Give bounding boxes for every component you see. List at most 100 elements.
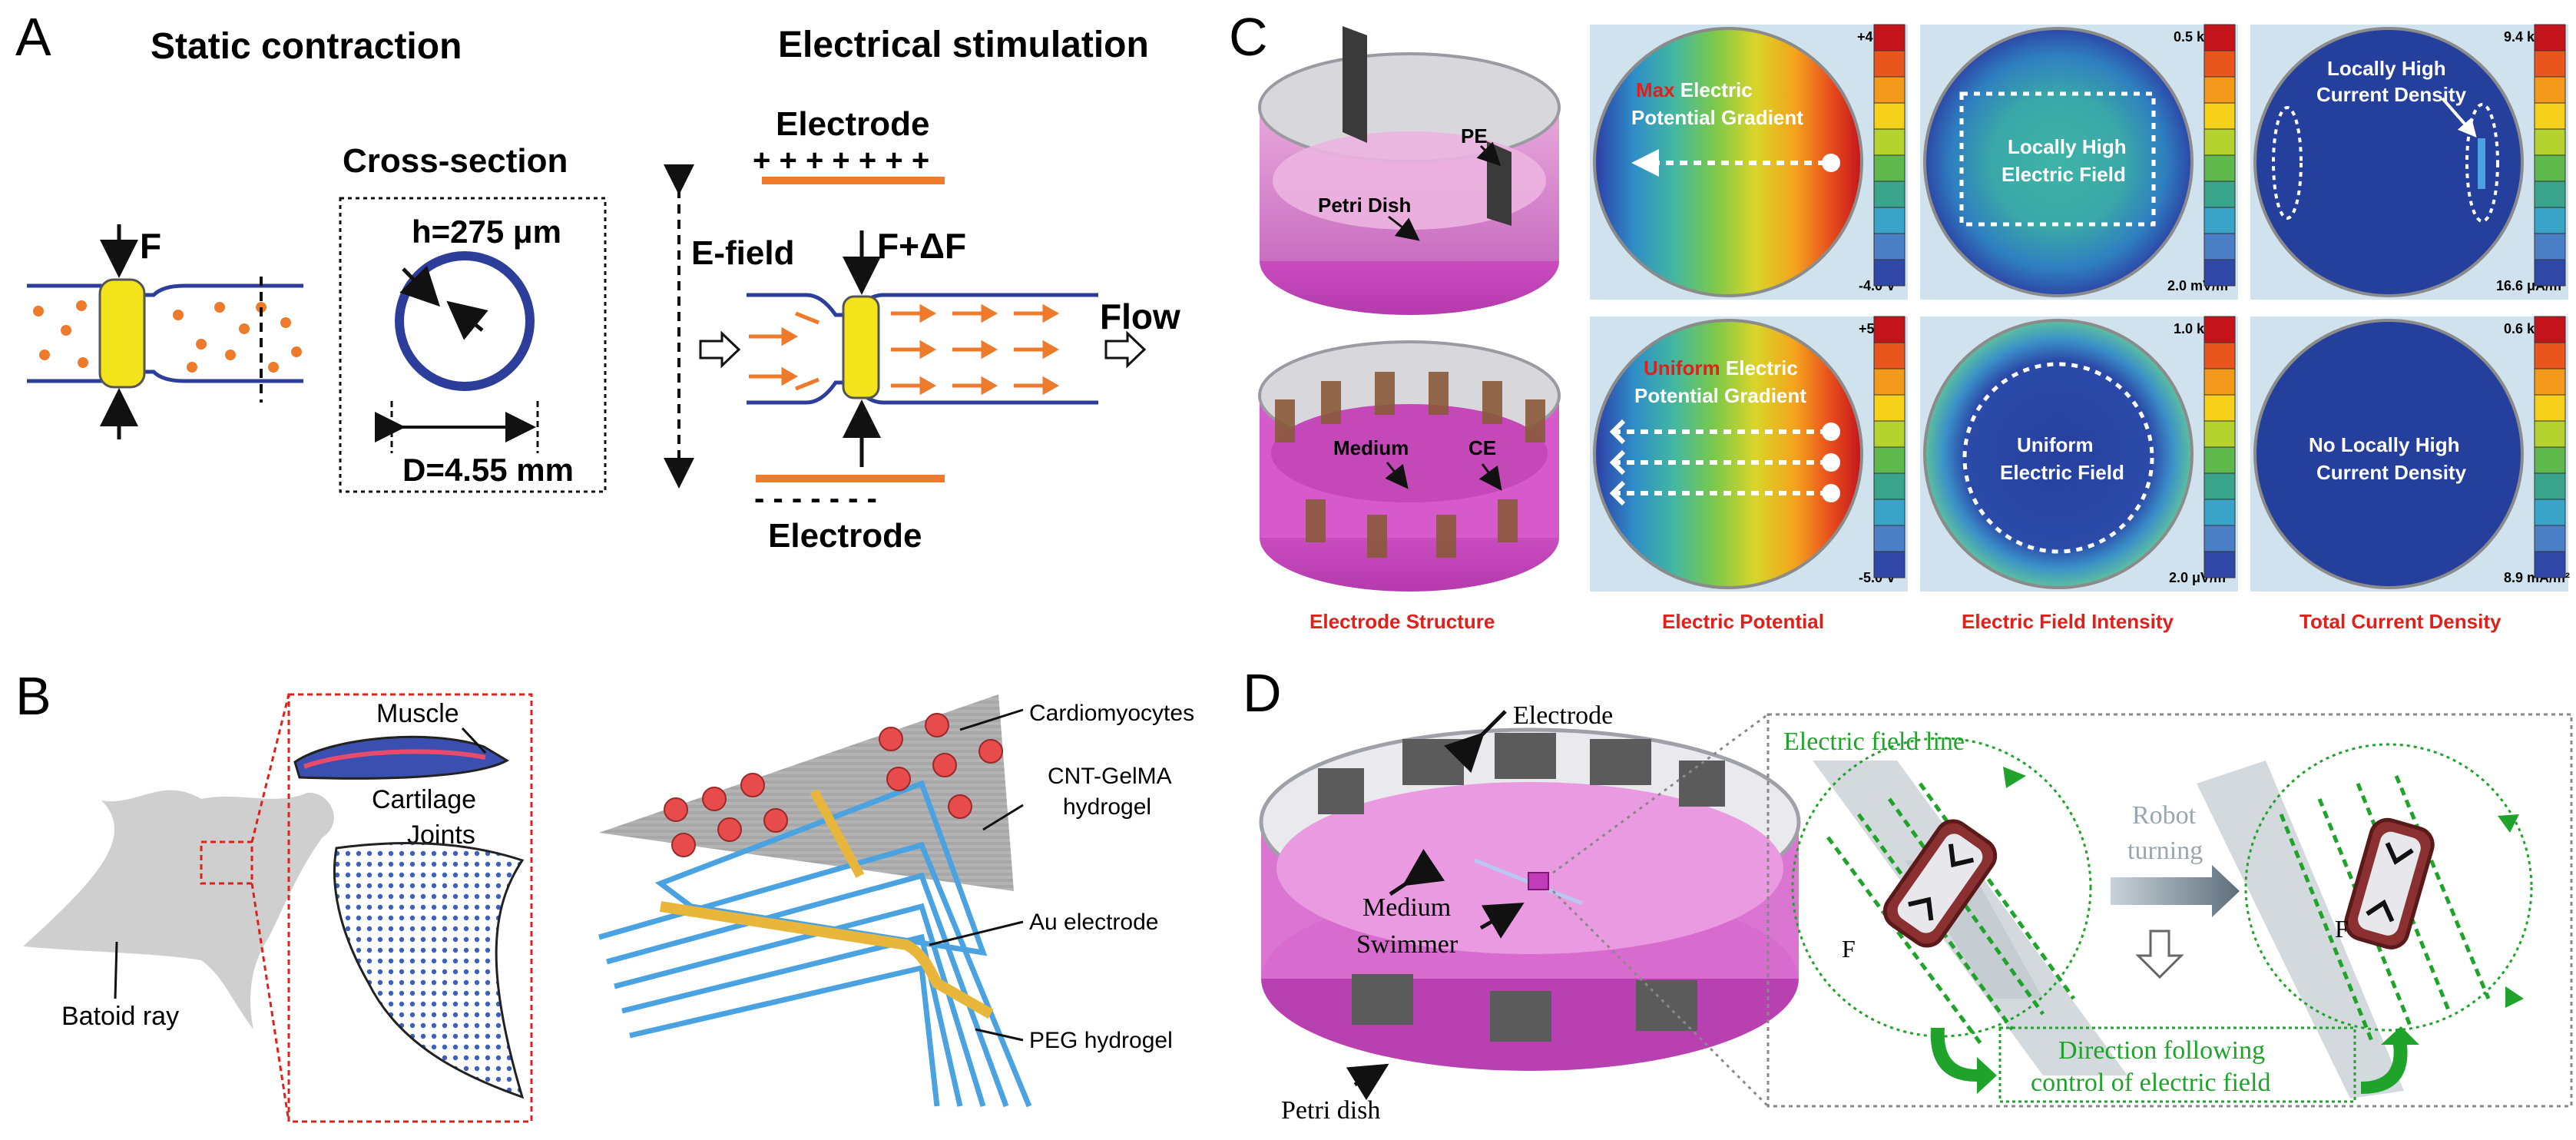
colorbar-segment xyxy=(2534,259,2566,287)
c-row2-cur-label-2: Current Density xyxy=(2316,461,2467,484)
colorbar-segment xyxy=(2204,499,2236,526)
d-electrode-label: Electrode xyxy=(1513,701,1613,730)
colorbar-segment xyxy=(2204,181,2236,208)
panel-b-letter: B xyxy=(15,666,51,726)
colorbar-segment xyxy=(2204,342,2236,370)
colorbar-segment xyxy=(2204,368,2236,396)
colorbar-segment xyxy=(2204,472,2236,500)
colorbar-segment xyxy=(2204,50,2236,78)
c-row1-dish xyxy=(1258,26,1561,315)
muscle-label: Muscle xyxy=(376,699,459,728)
colorbar-segment xyxy=(2204,394,2236,422)
c-row1-cur-label-1: Locally High xyxy=(2327,57,2446,80)
panel-d-letter: D xyxy=(1243,663,1282,723)
panel-a-letter: A xyxy=(15,7,51,67)
colorbar-segment xyxy=(2534,342,2566,370)
c-row1-pot-label-line1: Max Electric xyxy=(1636,78,1753,101)
colorbar-segment xyxy=(2534,76,2566,104)
cnt-label-1: CNT-GelMA xyxy=(1048,764,1172,789)
c-row1-field-label-1: Locally High xyxy=(2008,135,2127,158)
colorbar-4 xyxy=(2204,316,2236,578)
c-row1-cur-label-2: Current Density xyxy=(2316,83,2467,106)
c-row2-field-label-1: Uniform xyxy=(2017,433,2094,456)
colorbar-segment xyxy=(1873,102,1906,130)
thickness-label: h=275 μm xyxy=(412,214,561,250)
panel-c-letter: C xyxy=(1229,7,1268,67)
c-row2-current-map xyxy=(2253,319,2524,589)
colorbar-segment xyxy=(2534,207,2566,234)
batoid-label: Batoid ray xyxy=(61,1002,179,1031)
d-green-arrow-right xyxy=(2361,1026,2419,1094)
colorbar-segment xyxy=(1873,24,1906,51)
colorbar-segment xyxy=(2204,446,2236,474)
colorbar-segment xyxy=(2204,551,2236,578)
c-petri-label: Petri Dish xyxy=(1318,194,1411,217)
colorbar-segment xyxy=(1873,525,1906,552)
colorbar-segment xyxy=(1873,394,1906,422)
colorbar-segment xyxy=(1873,342,1906,370)
colorbar-segment xyxy=(2204,102,2236,130)
d-turn-arrow xyxy=(2111,865,2240,917)
c-row2-pot-label-line1: Uniform Electric xyxy=(1644,356,1798,379)
cross-section-frame xyxy=(339,197,607,493)
colorbar-segment xyxy=(1873,207,1906,234)
cartilage-fin xyxy=(333,841,525,1099)
panel-a: A Static contraction Electrical stimulat… xyxy=(15,7,1180,555)
panel-c: C PE Petri Dish M xyxy=(1229,7,2570,633)
colorbar-segment xyxy=(2534,128,2566,156)
cnt-label-2: hydrogel xyxy=(1063,794,1151,820)
panel-d: D Electrode Medium Swimmer Petri dish xyxy=(1243,663,2573,1125)
d-force-left: F xyxy=(1842,935,1856,963)
cross-section-title: Cross-section xyxy=(343,142,568,180)
c-simulations: Max Electric Potential Gradient +4.0 V -… xyxy=(1590,25,2570,592)
electrode-bottom xyxy=(756,475,945,482)
d-green-arrow-left xyxy=(1930,1028,1997,1094)
muscle-section xyxy=(293,735,510,780)
colorbar-5 xyxy=(2534,316,2566,578)
colorbar-segment xyxy=(1873,259,1906,287)
minus-signs: - - - - - - - xyxy=(754,482,877,515)
static-actuator xyxy=(98,278,146,389)
layered-device xyxy=(598,694,1032,1108)
electrical-stimulation-title: Electrical stimulation xyxy=(778,25,1149,65)
c-row2-potential-map xyxy=(1593,319,1863,589)
batoid-ray-shape xyxy=(23,790,334,1029)
colorbar-segment xyxy=(1873,233,1906,260)
c-pe-label: PE xyxy=(1461,124,1488,147)
colorbar-segment xyxy=(2204,128,2236,156)
flow-arrows xyxy=(749,303,1060,396)
plus-signs: + + + + + + + xyxy=(753,144,929,177)
c-caption-structure: Electrode Structure xyxy=(1310,610,1495,633)
colorbar-segment xyxy=(2204,259,2236,287)
colorbar-segment xyxy=(1873,316,1906,343)
c-medium-label: Medium xyxy=(1333,436,1409,459)
colorbar-segment xyxy=(1873,446,1906,474)
electrode-top-label: Electrode xyxy=(776,105,930,143)
colorbar-segment xyxy=(2534,368,2566,396)
d-field-line-label: Electric field line xyxy=(1783,727,1965,756)
peg-label: PEG hydrogel xyxy=(1029,1028,1173,1053)
flow-label: Flow xyxy=(1100,297,1180,336)
c-row2-dish xyxy=(1258,340,1561,592)
cross-section: Cross-section h=275 μm D=4.55 mm xyxy=(339,142,607,493)
colorbar-2 xyxy=(2534,24,2566,287)
d-direction-label-2: control of electric field xyxy=(2031,1069,2270,1097)
d-robot-label-1: Robot xyxy=(2132,801,2197,830)
colorbar-segment xyxy=(2534,154,2566,182)
colorbar-segment xyxy=(2534,499,2566,526)
colorbar-segment xyxy=(1873,154,1906,182)
d-petri-label: Petri dish xyxy=(1281,1096,1380,1125)
colorbar-segment xyxy=(2204,76,2236,104)
colorbar-segment xyxy=(2534,102,2566,130)
d-robot-left: F xyxy=(1791,737,2127,1075)
d-medium-label: Medium xyxy=(1362,893,1451,922)
d-down-hollow-arrow xyxy=(2135,930,2184,979)
colorbar-segment xyxy=(1873,551,1906,578)
d-force-right: F xyxy=(2335,915,2349,943)
stimulation-diagram: Electrode + + + + + + + E-field xyxy=(664,105,1180,555)
d-zoom-frame xyxy=(1766,713,2573,1108)
colorbar-segment xyxy=(1873,76,1906,104)
cardiomyocytes-label: Cardiomyocytes xyxy=(1029,701,1194,726)
colorbar-segment xyxy=(2204,154,2236,182)
colorbar-0 xyxy=(1873,24,1906,287)
